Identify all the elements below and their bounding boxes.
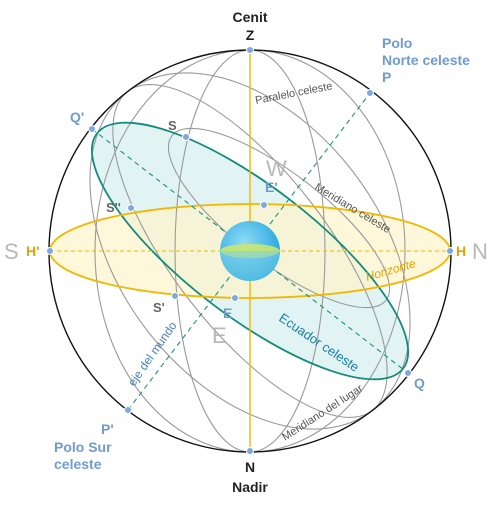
- meridiano-lugar-label: Meridiano del lugar: [280, 382, 365, 443]
- q-label: Q: [414, 375, 425, 391]
- zenith-letter: Z: [246, 27, 255, 43]
- q-prime-label: Q': [70, 109, 84, 125]
- h-point: [446, 247, 454, 255]
- north-pole-point: [366, 89, 374, 97]
- nadir-letter: N: [245, 459, 255, 475]
- nadir-point: [246, 447, 254, 455]
- south-pole-point: [124, 406, 132, 414]
- h-prime-label: H': [26, 243, 39, 259]
- s-double-prime-point: [127, 204, 135, 212]
- nadir-title: Nadir: [232, 479, 268, 495]
- s-prime-label: S': [153, 300, 165, 315]
- h-prime-point: [46, 247, 54, 255]
- compass-west-big: W: [266, 156, 287, 181]
- s-double-prime-label: S'': [106, 200, 121, 215]
- s-top-point: [182, 133, 190, 141]
- q-point: [404, 369, 412, 377]
- s-top-label: S: [168, 118, 177, 133]
- compass-south-big: S: [4, 239, 19, 264]
- s-prime-point: [171, 292, 179, 300]
- compass-north-big: N: [472, 239, 488, 264]
- zenith-point: [246, 46, 254, 54]
- north-pole-label-3: P: [382, 69, 391, 85]
- e-point: [231, 294, 239, 302]
- compass-east-big: E: [212, 323, 227, 348]
- zenith-title: Cenit: [233, 9, 268, 25]
- h-label: H: [456, 243, 466, 259]
- north-pole-label-1: Polo: [382, 35, 412, 51]
- paralelo-celeste-label: Paralelo celeste: [254, 80, 333, 107]
- north-pole-label-2: Norte celeste: [382, 52, 470, 68]
- e-prime-point: [260, 201, 268, 209]
- e-label: E: [223, 305, 232, 321]
- south-pole-label-3: celeste: [54, 456, 102, 472]
- earth-globe: [220, 221, 280, 281]
- south-pole-label-1: P': [101, 421, 114, 437]
- q-prime-point: [88, 125, 96, 133]
- south-pole-label-2: Polo Sur: [54, 439, 112, 455]
- e-prime-label: E': [265, 179, 278, 195]
